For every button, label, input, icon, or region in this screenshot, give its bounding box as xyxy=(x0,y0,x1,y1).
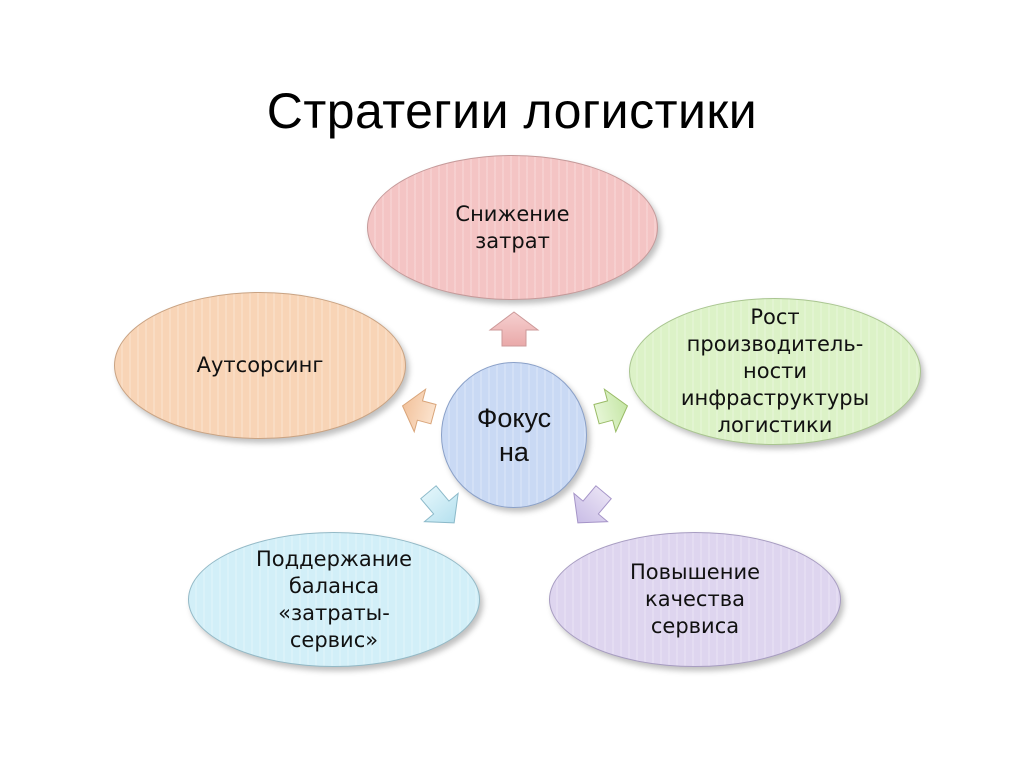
arrow-to-bottom-left xyxy=(420,485,459,524)
arrow-to-top xyxy=(488,311,540,347)
node-cost-reduction-label: Снижение затрат xyxy=(455,201,570,253)
arrow-to-right xyxy=(593,388,629,434)
node-service-quality: Повышение качества сервиса xyxy=(549,532,841,667)
arrow-to-left xyxy=(401,388,437,434)
node-cost-reduction: Снижение затрат xyxy=(367,155,658,300)
node-cost-service-balance: Поддержание баланса «затраты- сервис» xyxy=(188,532,480,667)
node-service-quality-label: Повышение качества сервиса xyxy=(629,560,761,638)
node-infrastructure-productivity-label: Рост производитель- ности инфраструктуры… xyxy=(680,305,870,437)
node-outsourcing-label: Аутсорсинг xyxy=(196,353,324,377)
slide-title: Стратегии логистики xyxy=(266,83,758,139)
arrow-to-bottom-right xyxy=(573,485,612,524)
node-focus-center: Фокус на xyxy=(441,362,587,508)
node-focus-center-label: Фокус на xyxy=(476,403,552,467)
node-infrastructure-productivity: Рост производитель- ности инфраструктуры… xyxy=(629,298,921,445)
node-outsourcing: Аутсорсинг xyxy=(114,292,406,439)
node-cost-service-balance-label: Поддержание баланса «затраты- сервис» xyxy=(255,546,412,652)
